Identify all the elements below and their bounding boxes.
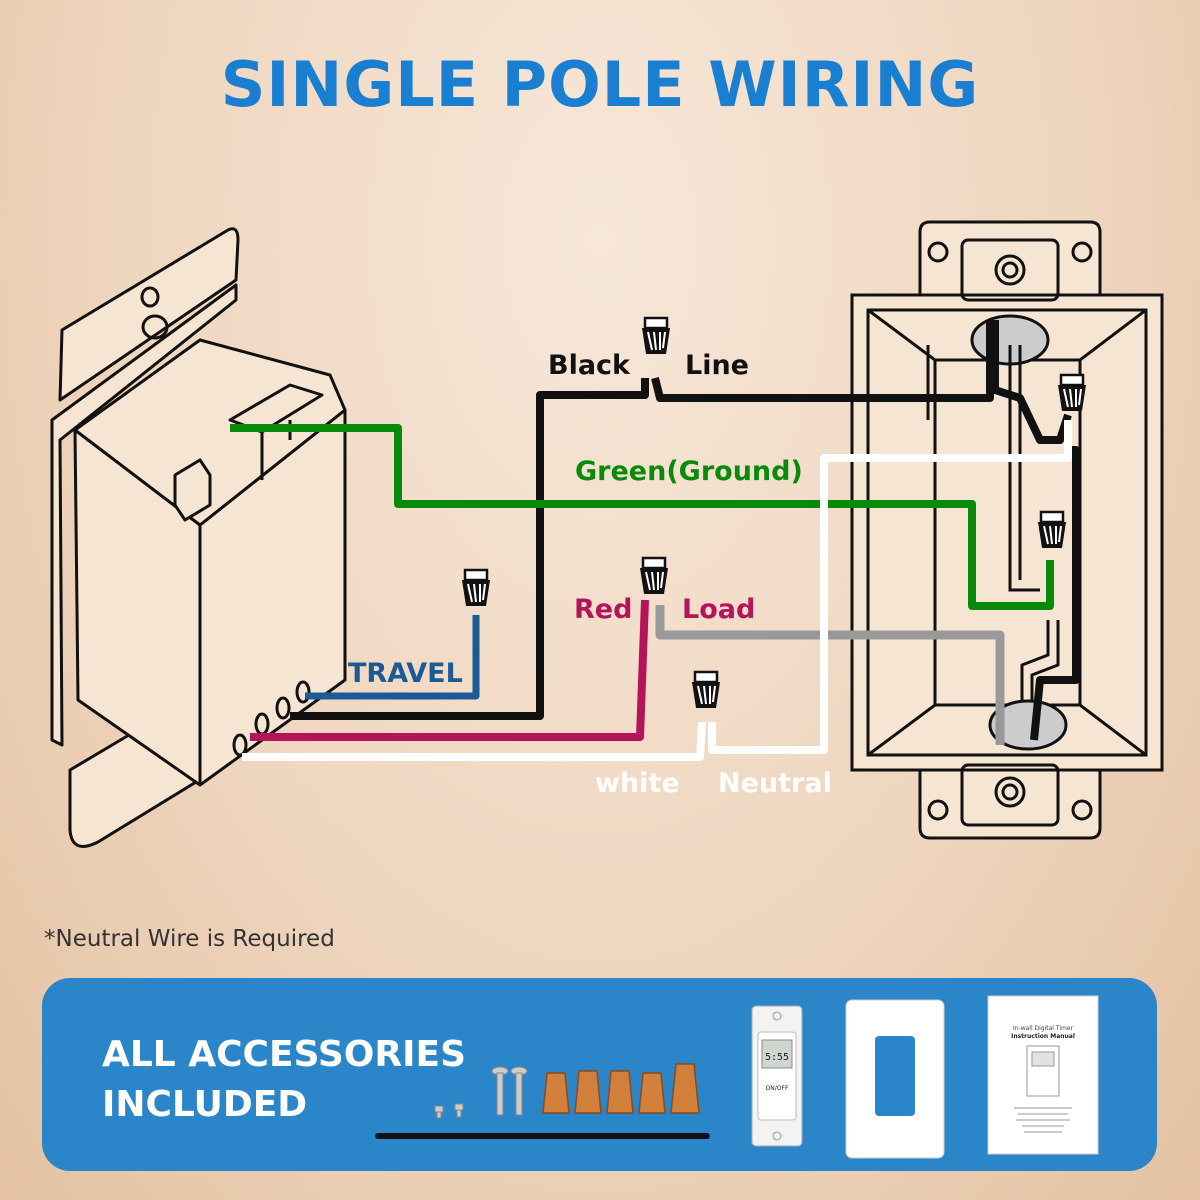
wire-nut-icons bbox=[542, 1063, 700, 1114]
travel-wire bbox=[305, 615, 480, 700]
wall-plate-icon bbox=[845, 999, 945, 1159]
white-wire bbox=[242, 721, 706, 761]
box-black-wire-2 bbox=[1030, 446, 1080, 741]
red-wire bbox=[250, 599, 649, 741]
load-wire bbox=[655, 605, 1005, 745]
timer-display: 5:55 bbox=[765, 1052, 789, 1063]
accessories-title: ALL ACCESSORIES INCLUDED bbox=[102, 1030, 466, 1130]
wall-box bbox=[850, 220, 1164, 840]
wire-nut-neutral bbox=[690, 670, 722, 710]
instruction-manual-icon: In-wall Digital Timer Instruction Manual bbox=[987, 995, 1099, 1155]
travel-label: TRAVEL bbox=[348, 658, 463, 689]
wire-pieces-icon bbox=[375, 1133, 710, 1139]
wire-nut-load bbox=[638, 556, 670, 596]
box-black-wire bbox=[991, 320, 1072, 444]
wire-nut-line bbox=[640, 316, 672, 356]
white-label: white bbox=[595, 768, 680, 799]
accessories-images: 5:55 ON/OFF In-wall Digital Timer Instru… bbox=[375, 995, 1099, 1159]
accessories-panel: ALL ACCESSORIES INCLUDED 5:55 ON/OFF bbox=[42, 978, 1157, 1171]
line-wire bbox=[651, 320, 994, 402]
black-label: Black bbox=[548, 350, 631, 381]
load-label: Load bbox=[682, 594, 755, 625]
screw-icons bbox=[434, 1066, 528, 1119]
wire-nut-box-top bbox=[1056, 373, 1088, 413]
wire-nut-travel bbox=[460, 568, 492, 608]
accessories-title-line2: INCLUDED bbox=[102, 1084, 308, 1125]
switch-terminals bbox=[232, 680, 311, 757]
manual-line1: In-wall Digital Timer bbox=[1013, 1025, 1074, 1032]
accessories-title-line1: ALL ACCESSORIES bbox=[102, 1034, 467, 1075]
neutral-label: Neutral bbox=[718, 768, 832, 799]
neutral-note: *Neutral Wire is Required bbox=[44, 926, 335, 952]
green-ground-label: Green(Ground) bbox=[575, 456, 803, 487]
wire-nut-box-ground bbox=[1036, 510, 1068, 550]
manual-line2: Instruction Manual bbox=[1011, 1033, 1075, 1040]
black-wire bbox=[290, 378, 649, 720]
red-label: Red bbox=[574, 594, 632, 625]
green-ground-wire bbox=[230, 424, 1054, 610]
timer-button-label: ON/OFF bbox=[766, 1085, 789, 1092]
timer-device-icon: 5:55 ON/OFF bbox=[751, 1005, 803, 1147]
neutral-wire bbox=[708, 420, 1072, 754]
page-title: SINGLE POLE WIRING bbox=[220, 48, 980, 121]
line-label: Line bbox=[685, 350, 749, 381]
